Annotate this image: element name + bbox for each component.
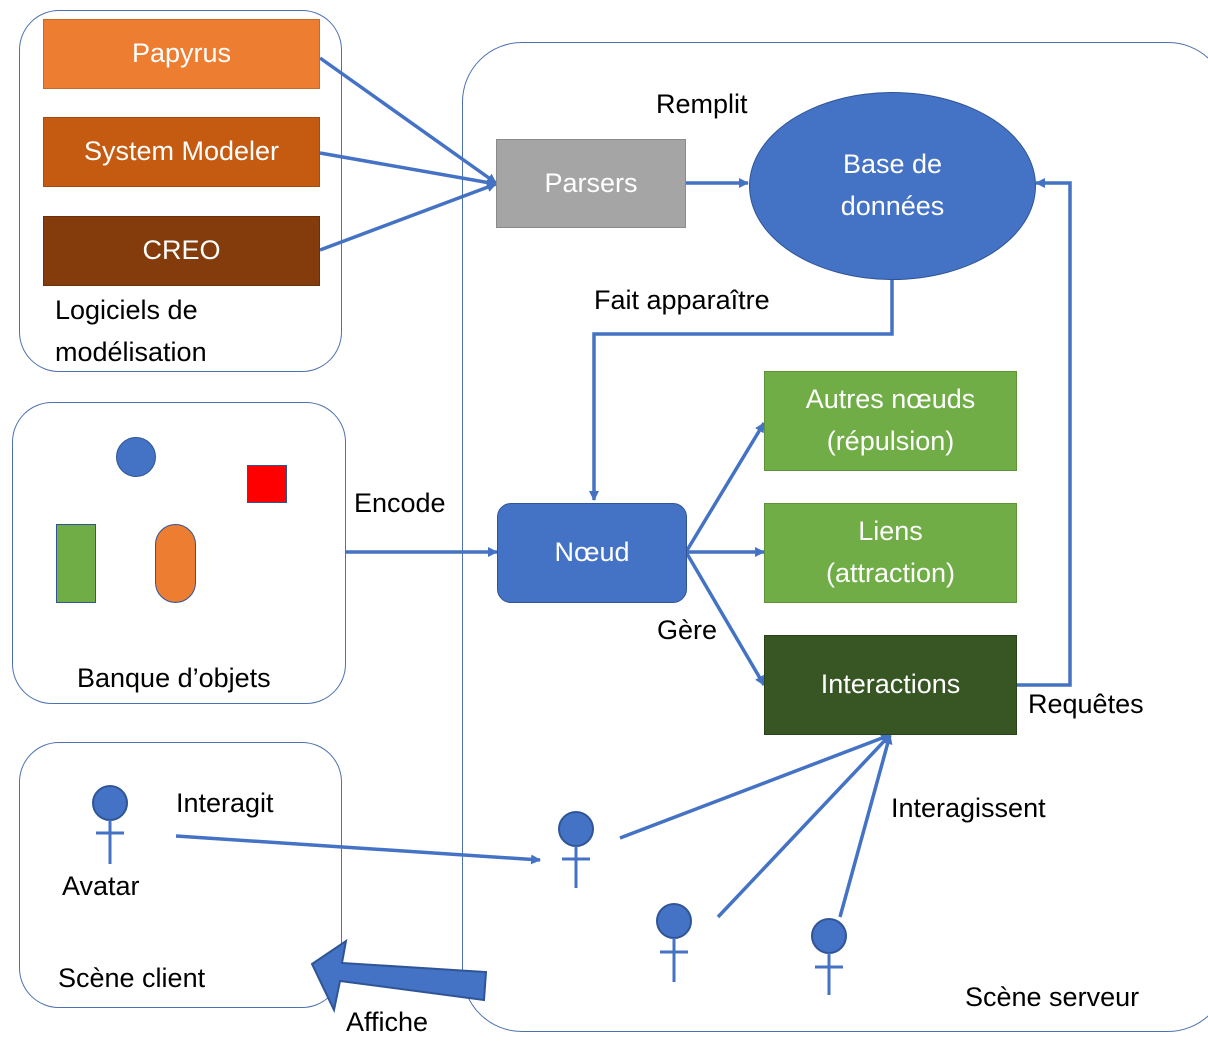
- avatar-figure: [92, 785, 128, 864]
- requests-edge-label: Requêtes: [1028, 689, 1144, 719]
- creo-box: CREO: [43, 216, 320, 286]
- parsers-box: Parsers: [496, 139, 686, 228]
- server-scene-label: Scène serveur: [965, 982, 1140, 1012]
- displays-edge-label: Affiche: [346, 1007, 429, 1037]
- system-modeler-box: System Modeler: [43, 117, 320, 187]
- node-box: Nœud: [497, 503, 687, 603]
- green-rectangle-shape: [56, 524, 96, 603]
- interacts-edge-label: Interagit: [176, 788, 274, 818]
- server-user-figure-3: [811, 918, 847, 995]
- server-user-figure-1: [558, 811, 594, 888]
- client-scene-label: Scène client: [58, 963, 206, 993]
- object-bank-label: Banque d’objets: [77, 663, 271, 693]
- arrow-interactions-to-database: [1017, 178, 1072, 687]
- red-square-shape: [247, 465, 287, 503]
- interactions-box: Interactions: [764, 635, 1017, 735]
- client-scene-group: [19, 742, 342, 1008]
- arrow-node-to-interactions: [684, 551, 766, 686]
- orange-pill-shape: [155, 524, 196, 603]
- encodes-edge-label: Encode: [354, 488, 446, 518]
- other-nodes-box: Autres nœuds (répulsion): [764, 371, 1017, 471]
- avatar-label: Avatar: [62, 871, 140, 901]
- manages-edge-label: Gère: [657, 615, 718, 645]
- server-scene-group: [462, 42, 1208, 1032]
- arrow-database-to-node: [589, 280, 894, 501]
- fills-edge-label: Remplit: [656, 89, 748, 119]
- modeling-software-label: Logiciels de modélisation: [55, 295, 207, 367]
- arrow-system-modeler-to-parsers: [319, 151, 497, 188]
- arrow-creo-to-parsers: [319, 182, 497, 252]
- spawns-edge-label: Fait apparaître: [594, 285, 770, 315]
- display-arrow-to-client: [310, 938, 488, 1014]
- modeling-software-group: [19, 10, 342, 372]
- server-user-figure-2: [656, 903, 692, 982]
- arrow-papyrus-to-parsers: [318, 56, 498, 185]
- interact-plural-edge-label: Interagissent: [891, 793, 1046, 823]
- blue-circle-shape: [116, 437, 156, 477]
- database-ellipse: Base de données: [749, 92, 1036, 280]
- links-box: Liens (attraction): [764, 503, 1017, 603]
- arrow-node-to-other-nodes: [684, 422, 766, 553]
- arrow-user3-to-interactions: [838, 734, 893, 918]
- object-bank-group: [12, 402, 346, 704]
- arrow-user2-to-interactions: [716, 733, 892, 919]
- arrow-user1-to-interactions: [619, 733, 891, 840]
- arrows: [175, 56, 1072, 919]
- papyrus-box: Papyrus: [43, 19, 320, 89]
- arrow-avatar-to-server: [175, 834, 541, 865]
